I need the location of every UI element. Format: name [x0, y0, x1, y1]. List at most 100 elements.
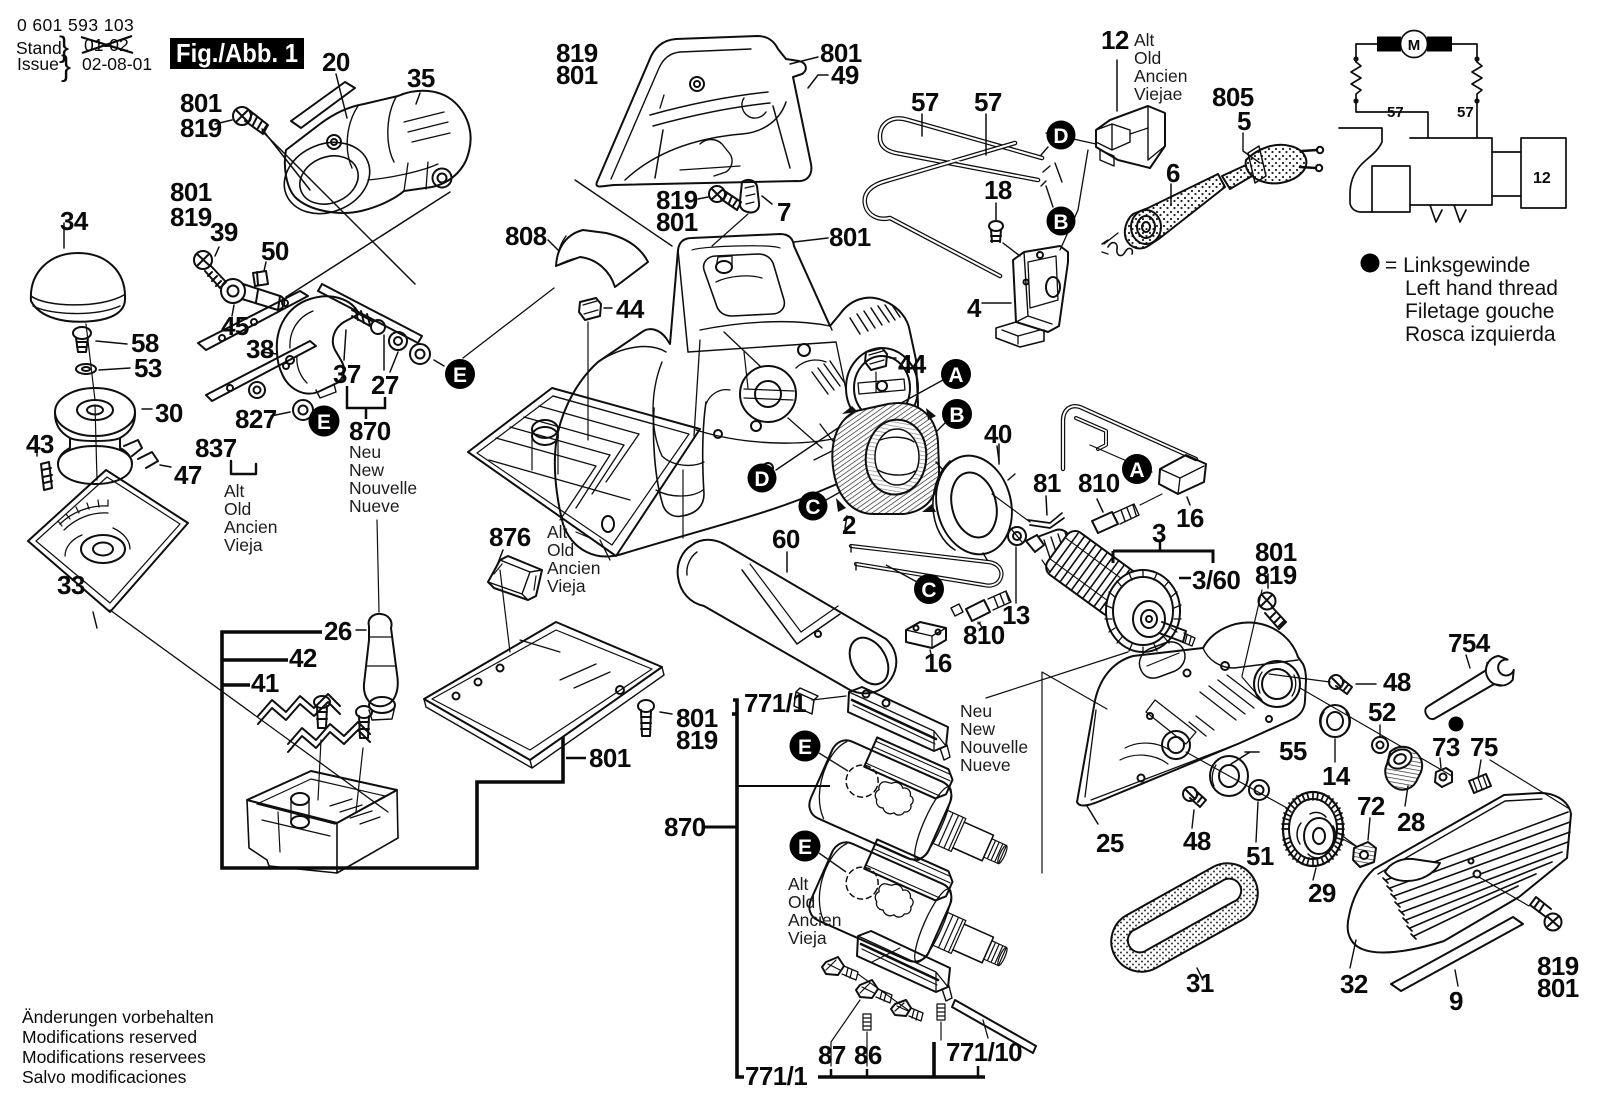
svg-text:38: 38	[246, 334, 274, 364]
svg-text:20: 20	[322, 47, 350, 77]
svg-text:Vieja: Vieja	[788, 928, 827, 948]
svg-text:57: 57	[1457, 104, 1474, 121]
svg-text:819: 819	[1537, 951, 1579, 981]
svg-text:34: 34	[60, 206, 89, 236]
svg-text:Ancien: Ancien	[788, 910, 842, 930]
svg-text:819: 819	[180, 113, 222, 143]
svg-text:870: 870	[349, 416, 391, 446]
svg-text:32: 32	[1340, 969, 1368, 999]
svg-text:52: 52	[1368, 697, 1396, 727]
svg-text:37: 37	[333, 359, 361, 389]
svg-text:876: 876	[489, 522, 531, 552]
svg-text:Alt: Alt	[788, 874, 809, 894]
svg-text:7: 7	[777, 197, 791, 227]
svg-text:B: B	[949, 404, 964, 427]
svg-text:801: 801	[180, 88, 222, 118]
svg-text:A: A	[1129, 459, 1144, 482]
svg-text:Modifications reservees: Modifications reservees	[22, 1047, 206, 1067]
svg-text:= Linksgewinde: = Linksgewinde	[1385, 254, 1530, 277]
svg-text:Ancien: Ancien	[1134, 66, 1188, 86]
svg-text:}: }	[59, 31, 69, 64]
svg-text:73: 73	[1432, 732, 1460, 762]
svg-text:808: 808	[505, 221, 547, 251]
svg-text:4: 4	[967, 293, 982, 323]
svg-text:2: 2	[842, 510, 856, 540]
svg-text:Old: Old	[547, 540, 574, 560]
svg-text:E: E	[317, 411, 331, 434]
svg-text:53: 53	[134, 353, 162, 383]
svg-text:E: E	[798, 836, 812, 859]
svg-text:801: 801	[1537, 973, 1579, 1003]
svg-text:771/10: 771/10	[946, 1037, 1022, 1067]
svg-text:Alt: Alt	[547, 522, 568, 542]
svg-text:Ancien: Ancien	[547, 558, 601, 578]
svg-text:Stand: Stand	[16, 38, 62, 58]
svg-text:Neu: Neu	[960, 701, 992, 721]
svg-text:Vieja: Vieja	[547, 576, 586, 596]
svg-text:49: 49	[831, 60, 859, 90]
svg-text:3: 3	[1152, 518, 1166, 548]
svg-text:D: D	[754, 468, 769, 491]
svg-text:9: 9	[1449, 986, 1463, 1016]
svg-text:Viejae: Viejae	[1134, 84, 1182, 104]
svg-text:837: 837	[195, 433, 237, 463]
svg-text:Nueve: Nueve	[960, 755, 1011, 775]
svg-text:16: 16	[924, 648, 952, 678]
svg-text:801: 801	[820, 38, 862, 68]
svg-text:47: 47	[174, 460, 202, 490]
svg-text:Nueve: Nueve	[349, 496, 400, 516]
svg-text:Ancien: Ancien	[224, 517, 278, 537]
svg-text:Old: Old	[1134, 48, 1161, 68]
svg-text:Neu: Neu	[349, 442, 381, 462]
svg-text:}: }	[61, 50, 71, 83]
svg-text:Alt: Alt	[224, 481, 245, 501]
svg-text:12: 12	[1533, 170, 1551, 187]
svg-text:44: 44	[616, 294, 645, 324]
svg-text:Vieja: Vieja	[224, 535, 263, 555]
svg-text:39: 39	[210, 217, 238, 247]
svg-text:C: C	[921, 579, 936, 602]
svg-text:Filetage gouche: Filetage gouche	[1405, 300, 1554, 323]
svg-text:Left hand thread: Left hand thread	[1405, 277, 1558, 300]
svg-text:801: 801	[556, 60, 598, 90]
svg-text:Old: Old	[788, 892, 815, 912]
svg-text:57: 57	[911, 87, 939, 117]
svg-text:754: 754	[1448, 628, 1491, 658]
svg-text:New: New	[960, 719, 995, 739]
svg-text:26: 26	[324, 616, 352, 646]
svg-text:6: 6	[1166, 158, 1180, 188]
svg-text:60: 60	[772, 524, 800, 554]
svg-text:87: 87	[818, 1040, 846, 1070]
svg-text:827: 827	[235, 404, 277, 434]
svg-text:C: C	[805, 496, 820, 519]
svg-text:14: 14	[1322, 761, 1351, 791]
svg-text:75: 75	[1470, 732, 1498, 762]
svg-text:48: 48	[1383, 667, 1411, 697]
svg-text:801: 801	[656, 207, 698, 237]
svg-text:819: 819	[656, 185, 698, 215]
svg-text:A: A	[948, 364, 963, 387]
svg-text:55: 55	[1279, 736, 1307, 766]
svg-text:3/60: 3/60	[1192, 565, 1240, 595]
svg-text:27: 27	[371, 370, 399, 400]
svg-text:819: 819	[1255, 560, 1297, 590]
svg-text:31: 31	[1186, 968, 1214, 998]
svg-text:58: 58	[131, 328, 159, 358]
svg-text:86: 86	[854, 1040, 882, 1070]
svg-text:02-08-01: 02-08-01	[82, 54, 152, 74]
svg-text:42: 42	[289, 643, 317, 673]
svg-text:41: 41	[251, 668, 279, 698]
svg-text:57: 57	[974, 87, 1002, 117]
svg-text:801: 801	[676, 703, 718, 733]
svg-text:Modifications reserved: Modifications reserved	[22, 1027, 197, 1047]
svg-text:43: 43	[26, 429, 54, 459]
svg-text:805: 805	[1212, 82, 1254, 112]
svg-text:Fig./Abb. 1: Fig./Abb. 1	[176, 38, 298, 68]
svg-text:801: 801	[1255, 537, 1297, 567]
svg-text:D: D	[1053, 125, 1068, 148]
svg-text:771/1: 771/1	[744, 688, 806, 718]
svg-text:Änderungen vorbehalten: Änderungen vorbehalten	[22, 1007, 214, 1027]
svg-text:33: 33	[57, 570, 85, 600]
svg-text:40: 40	[984, 419, 1012, 449]
svg-text:0 601 593 103: 0 601 593 103	[17, 15, 134, 35]
